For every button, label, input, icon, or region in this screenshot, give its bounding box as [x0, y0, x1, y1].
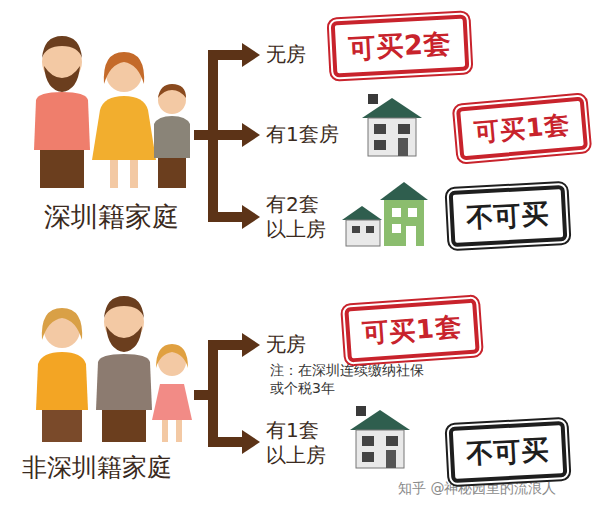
stamp-text: 可买1套: [473, 110, 572, 147]
stamp-text: 不可买: [465, 434, 551, 469]
stamp-box: 可买2套: [331, 14, 470, 77]
family-figure: [34, 36, 190, 188]
condition-label: 有1套 以上房: [266, 418, 332, 468]
houses-icon: [342, 182, 428, 246]
stamp-box: 可买1套: [456, 97, 589, 161]
stamp-box: 不可买: [449, 185, 568, 247]
family-figure: [36, 296, 192, 442]
branch-arrows: [194, 43, 260, 454]
note-text: 注：在深圳连续缴纳社保 或个税3年: [270, 362, 432, 397]
family-label: 非深圳籍家庭: [22, 452, 172, 483]
house-icon: [362, 94, 422, 156]
condition-label: 有2套 以上房: [266, 192, 332, 242]
condition-label: 有1套房: [266, 122, 339, 147]
condition-label: 无房: [266, 42, 306, 67]
stamp-text: 可买2套: [347, 27, 452, 63]
stamp-box: 可买1套: [344, 298, 480, 362]
condition-label: 无房: [266, 332, 306, 357]
stamp-box: 不可买: [449, 421, 568, 483]
house-icon: [350, 406, 410, 468]
stamp-text: 不可买: [465, 198, 551, 233]
family-label: 深圳籍家庭: [44, 200, 179, 234]
watermark: 知乎 @神秘园里的流浪人: [398, 480, 556, 498]
stamp-text: 可买1套: [361, 312, 463, 349]
